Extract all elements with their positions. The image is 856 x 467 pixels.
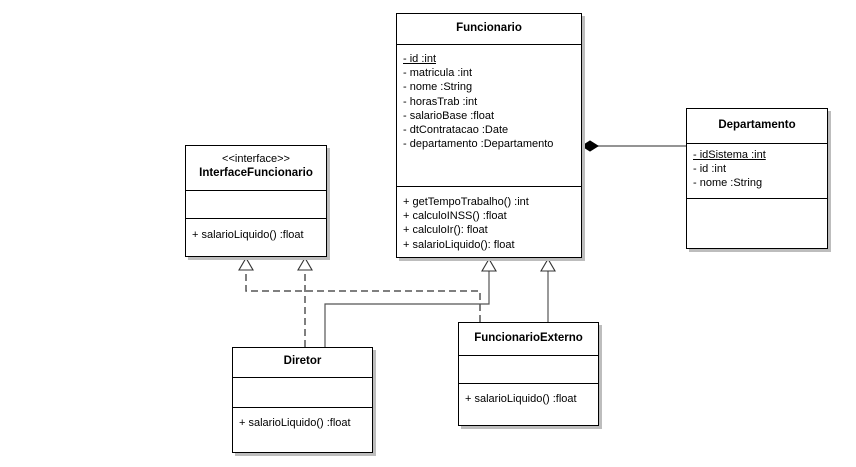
stereotype-label: <<interface>> <box>222 153 290 165</box>
attribute: - id :int <box>403 53 437 65</box>
composition-diamond <box>581 140 599 152</box>
class-departamento[interactable]: Departamento - idSistema :int - id :int … <box>686 108 828 249</box>
operations-section: + getTempoTrabalho() :int + calculoINSS(… <box>397 187 581 256</box>
attribute: - nome :String <box>693 177 763 190</box>
class-funcionario-externo-header: FuncionarioExterno <box>459 323 598 356</box>
class-departamento-header: Departamento <box>687 109 827 144</box>
class-funcionario-externo[interactable]: FuncionarioExterno + salarioLiquido() :f… <box>458 322 599 426</box>
attribute: - nome :String <box>403 81 473 94</box>
attributes-section: - id :int - matricula :int - nome :Strin… <box>397 45 581 187</box>
generalization-arrowhead <box>540 257 556 272</box>
diretor-generalization-line <box>324 270 490 347</box>
operation: + salarioLiquido() :float <box>192 229 304 241</box>
class-name: InterfaceFuncionario <box>199 167 313 179</box>
class-interface-funcionario[interactable]: <<interface>> InterfaceFuncionario + sal… <box>185 145 327 257</box>
attribute: - idSistema :int <box>693 149 766 161</box>
realization-arrowhead <box>297 256 313 271</box>
attribute: - id :int <box>693 163 727 176</box>
operation: + salarioLiquido() :float <box>465 393 577 405</box>
attributes-section <box>459 356 598 384</box>
realization-arrowhead <box>238 256 254 271</box>
attributes-section: - idSistema :int - id :int - nome :Strin… <box>687 144 827 199</box>
operation: + calculoIr(): float <box>403 224 488 237</box>
operation: + salarioLiquido() :float <box>239 417 351 429</box>
class-name: Funcionario <box>456 22 522 34</box>
interface-header: <<interface>> InterfaceFuncionario <box>186 146 326 191</box>
operation: + calculoINSS() :float <box>403 210 507 223</box>
attribute: - matricula :int <box>403 67 473 80</box>
operation: + getTempoTrabalho() :int <box>403 196 529 208</box>
attributes-section <box>233 378 372 408</box>
class-name: Departamento <box>718 119 796 131</box>
attributes-section <box>186 191 326 219</box>
attribute: - dtContratacao :Date <box>403 124 509 137</box>
class-diretor[interactable]: Diretor + salarioLiquido() :float <box>232 347 373 453</box>
class-funcionario-header: Funcionario <box>397 14 581 45</box>
operations-section <box>687 199 827 207</box>
class-funcionario[interactable]: Funcionario - id :int - matricula :int -… <box>396 13 582 258</box>
class-name: Diretor <box>283 355 322 367</box>
externo-realization-line <box>245 270 481 322</box>
class-diretor-header: Diretor <box>233 348 372 378</box>
generalization-arrowhead <box>481 257 497 272</box>
attribute: - departamento :Departamento <box>403 138 554 151</box>
attribute: - horasTrab :int <box>403 95 478 108</box>
operations-section: + salarioLiquido() :float <box>459 384 598 410</box>
class-name: FuncionarioExterno <box>474 332 583 344</box>
operations-section: + salarioLiquido() :float <box>186 219 326 246</box>
attribute: - salarioBase :float <box>403 109 495 122</box>
operation: + salarioLiquido(): float <box>403 238 515 251</box>
operations-section: + salarioLiquido() :float <box>233 408 372 434</box>
